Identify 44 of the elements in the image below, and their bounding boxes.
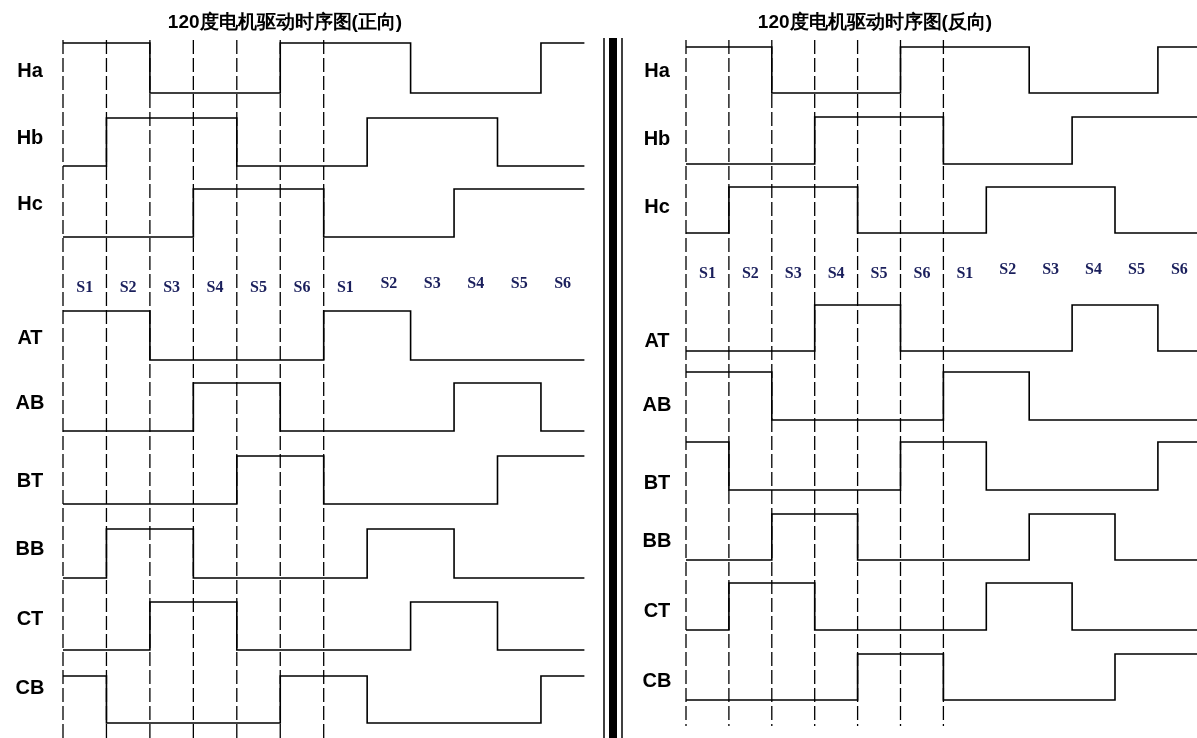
- signal-name: BB: [15, 538, 45, 558]
- signal-name: Ha: [644, 60, 670, 80]
- signal-name: AT: [644, 330, 670, 350]
- step-label: S2: [999, 261, 1017, 277]
- step-label: S6: [293, 279, 311, 295]
- signal-name: AB: [642, 394, 672, 414]
- step-label: S3: [1042, 261, 1060, 277]
- step-label: S4: [1085, 261, 1102, 277]
- signal-name: Hb: [16, 127, 44, 147]
- step-label: S2: [380, 275, 398, 291]
- signal-name: BB: [642, 530, 672, 550]
- signal-name: BT: [16, 470, 44, 490]
- step-label: S1: [699, 265, 716, 281]
- step-label: S2: [119, 279, 137, 295]
- step-label: S4: [467, 275, 485, 291]
- step-label: S1: [956, 265, 974, 281]
- chart-title: 120度电机驱动时序图(反向): [757, 12, 993, 31]
- step-label: S2: [741, 265, 759, 281]
- step-label: S5: [510, 275, 528, 291]
- step-label: S1: [76, 279, 94, 295]
- signal-name: AT: [17, 327, 43, 347]
- step-label: S3: [423, 275, 441, 291]
- signal-name: Hb: [643, 128, 671, 148]
- step-label: S3: [163, 279, 181, 295]
- step-label: S6: [1170, 261, 1188, 277]
- signal-name: Hc: [644, 196, 670, 216]
- step-label: S4: [827, 265, 845, 281]
- step-label: S5: [250, 279, 267, 295]
- signal-name: BT: [643, 472, 671, 492]
- signal-name: Ha: [17, 60, 43, 80]
- step-label: S6: [554, 275, 572, 291]
- step-label: S5: [1128, 261, 1145, 277]
- signal-name: CT: [16, 608, 44, 628]
- signal-name: Hc: [17, 193, 43, 213]
- signal-name: CB: [15, 677, 45, 697]
- step-label: S3: [784, 265, 802, 281]
- signal-name: CB: [642, 670, 672, 690]
- signal-name: AB: [15, 392, 45, 412]
- signal-name: CT: [643, 600, 671, 620]
- step-label: S1: [336, 279, 354, 295]
- chart-title: 120度电机驱动时序图(正向): [167, 12, 403, 31]
- step-label: S4: [206, 279, 224, 295]
- step-label: S5: [870, 265, 888, 281]
- step-label: S6: [913, 265, 931, 281]
